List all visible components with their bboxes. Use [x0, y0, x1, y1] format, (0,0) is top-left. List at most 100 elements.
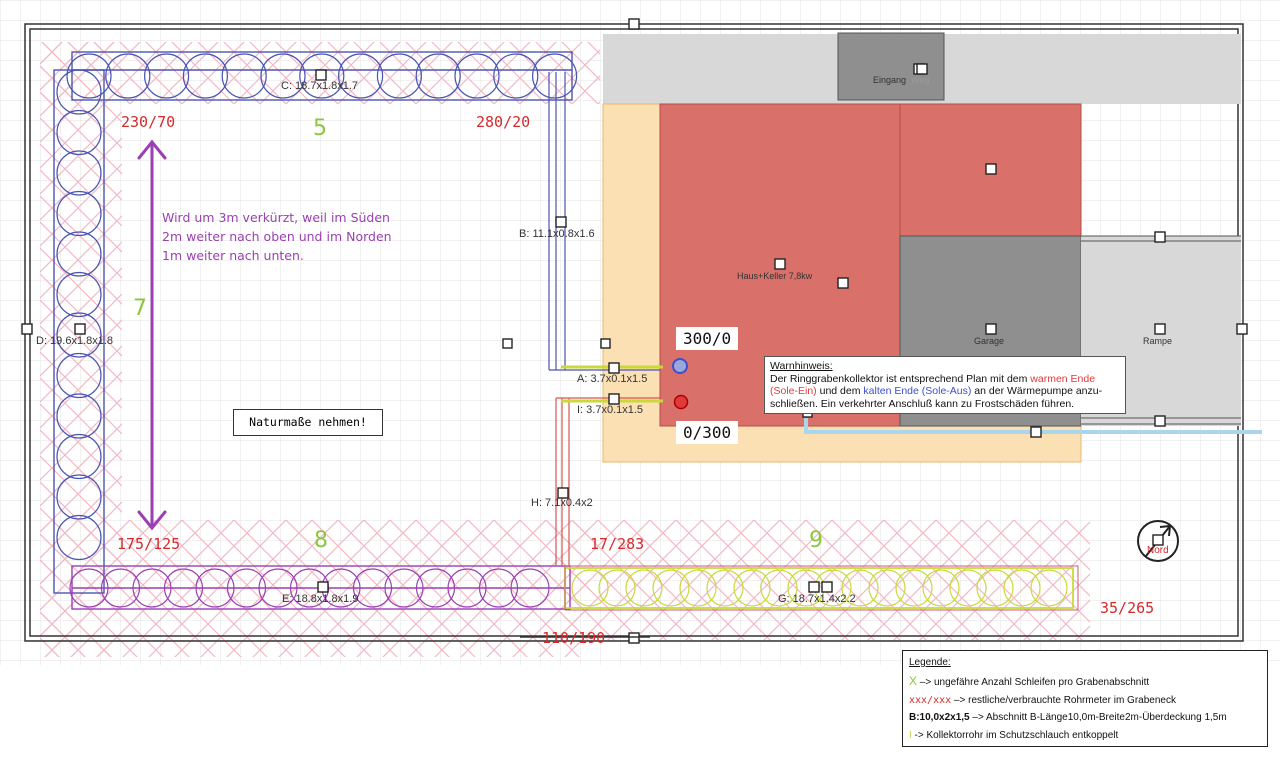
north-label: Nord [1147, 545, 1169, 556]
loop-circle [56, 190, 102, 237]
loop-circle [105, 53, 151, 99]
loop-circle [56, 474, 102, 520]
shortening-note: Wird um 3m verkürzt, weil im Süden 2m we… [162, 210, 392, 263]
connection-tag-top: 300/0 [676, 327, 739, 350]
shortening-arrow [137, 139, 167, 531]
corner-meters-mid: 17/283 [590, 535, 645, 553]
loop-circle [56, 352, 102, 399]
legend-symbol-meters: xxx/xxx [909, 695, 952, 706]
legend-text-section: –> Abschnitt B-Länge10,0m-Breite2m-Überd… [969, 712, 1227, 723]
loop-circle [868, 569, 906, 607]
loop-circle [221, 53, 267, 99]
marker-squares [21, 18, 1248, 644]
legend-text-hose: -> Kollektorrohr im Schutzschlauch entko… [911, 730, 1119, 741]
loop-circle [895, 569, 933, 607]
legend-text-loops: –> ungefähre Anzahl Schleifen pro Graben… [917, 677, 1150, 688]
legend-row-section: B:10,0x2x1,5 –> Abschnitt B-Länge10,0m-B… [909, 709, 1261, 727]
loop-circle [56, 312, 102, 358]
loop-count-g: 9 [809, 528, 823, 553]
loop-circle [531, 53, 578, 99]
loop-circle [299, 53, 345, 99]
cold-end-marker [672, 358, 688, 374]
loop-circle [163, 568, 204, 608]
loop-circle [415, 568, 456, 608]
loop-circle [1003, 569, 1041, 607]
corner-meters-se: 35/265 [1100, 599, 1155, 617]
room-label-weg: Weg [911, 75, 930, 85]
loop-circle [69, 568, 109, 608]
loop-circle [338, 53, 384, 99]
label-segment-c: C: 18.7x1.8x1.7 [281, 80, 359, 92]
label-segment-i: I: 3.7x0.1x1.5 [577, 404, 644, 416]
loop-circle [66, 53, 112, 99]
loop-circle [510, 568, 550, 608]
loop-circle [56, 69, 102, 115]
loop-count-d: 7 [133, 296, 147, 321]
label-segment-e: E: 18.8x1.8x1.9 [282, 593, 359, 605]
room-label-garage: Garage [974, 336, 1005, 346]
loop-circle [415, 53, 461, 99]
legend-box: Legende: X –> ungefähre Anzahl Schleifen… [902, 650, 1268, 747]
loop-circle [493, 53, 539, 99]
entrance-block [837, 32, 945, 101]
loop-circle [598, 569, 636, 607]
loop-circle [195, 568, 235, 608]
loop-circle [56, 433, 102, 480]
warning-cold-end: kalten Ende (Sole-Aus) [863, 385, 972, 397]
connection-tag-bottom: 0/300 [676, 421, 739, 444]
label-segment-h: H: 7.1x0.4x2 [531, 497, 593, 509]
loop-circle [679, 569, 717, 607]
loop-circle [447, 568, 487, 608]
legend-row-loops: X –> ungefähre Anzahl Schleifen pro Grab… [909, 672, 1261, 692]
loop-circle [144, 53, 190, 99]
legend-symbol-loops: X [909, 674, 918, 688]
warning-warm-end: warmen Ende (Sole-Ein) [770, 372, 1096, 398]
loop-circle [100, 568, 141, 608]
warning-text-3: an der Wärmepumpe anzu-schließen. Ein ve… [770, 385, 1103, 410]
loop-circle [384, 568, 424, 608]
loop-circle [56, 231, 102, 277]
loop-circle [258, 568, 298, 608]
loop-circle [132, 568, 172, 608]
legend-row-hose: I -> Kollektorrohr im Schutzschlauch ent… [909, 727, 1261, 744]
label-segment-b: B: 11.1x0.8x1.6 [519, 228, 595, 240]
loop-circle [976, 569, 1014, 607]
warning-box: Warnhinweis: Der Ringgrabenkollektor ist… [764, 356, 1126, 414]
loop-circle [352, 568, 393, 608]
legend-text-meters: –> restliche/verbrauchte Rohrmeter im Gr… [951, 695, 1176, 706]
loop-circle [226, 568, 267, 608]
corner-meters-ne: 280/20 [476, 113, 531, 131]
legend-symbol-hose: I [909, 730, 912, 741]
corner-meters-bottom: 110/190 [542, 629, 606, 647]
loop-circle [56, 150, 102, 196]
label-segment-a: A: 3.7x0.1x1.5 [577, 373, 648, 385]
warm-end-marker [673, 394, 689, 410]
loop-circle [454, 53, 500, 99]
loop-circle [760, 569, 798, 607]
loop-circle [949, 569, 987, 607]
label-segment-g: G: 18.7x1.4x2.2 [778, 593, 856, 605]
loop-circle [56, 271, 102, 318]
loop-circle [478, 568, 519, 608]
supply-pipe [804, 418, 1262, 434]
corner-meters-nw: 230/70 [121, 113, 176, 131]
room-label-rampe: Rampe [1143, 336, 1173, 346]
naturmasse-note: Naturmaße nehmen! [233, 409, 383, 436]
loop-circle [841, 569, 879, 607]
legend-row-meters: xxx/xxx –> restliche/verbrauchte Rohrmet… [909, 692, 1261, 709]
loop-circle [376, 53, 422, 99]
loop-circle [56, 393, 102, 439]
collector-loops [56, 53, 1068, 608]
trench-h [555, 397, 660, 566]
loop-circle [571, 569, 609, 607]
loop-circle [260, 53, 306, 99]
loop-circle [706, 569, 744, 607]
label-segment-d: D: 19.6x1.8x1.8 [36, 335, 114, 347]
warning-title: Warnhinweis: [770, 360, 833, 372]
loop-count-e: 8 [314, 528, 328, 553]
room-label-haus: Haus+Keller 7,8kw [737, 271, 813, 281]
warning-text-2: und dem [816, 385, 864, 397]
loop-circle [56, 109, 102, 156]
corner-meters-sw: 175/125 [117, 535, 181, 553]
loop-circle [182, 53, 228, 99]
